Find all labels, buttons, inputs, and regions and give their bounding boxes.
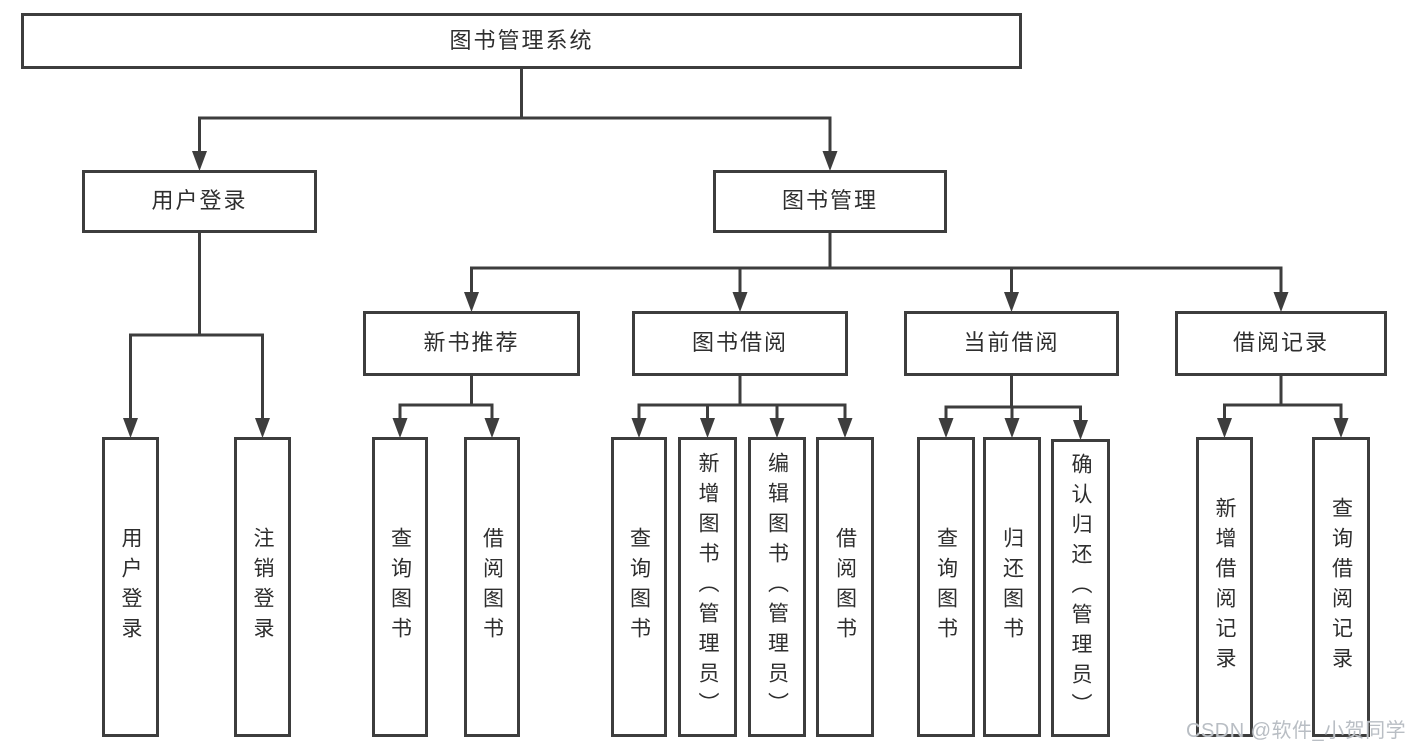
node-user-login-branch-label: 用户登录 bbox=[151, 188, 248, 214]
leaf-return-books-label: 归还图书 bbox=[1000, 527, 1024, 647]
node-new-book-recommend-label: 新书推荐 bbox=[423, 330, 520, 356]
leaf-borrow-books-2: 借阅图书 bbox=[816, 437, 874, 737]
leaf-add-borrow-record: 新增借阅记录 bbox=[1196, 437, 1253, 737]
node-library-system-label: 图书管理系统 bbox=[449, 27, 594, 53]
leaf-edit-books-admin: 编辑图书（管理员） bbox=[748, 437, 806, 737]
node-new-book-recommend: 新书推荐 bbox=[363, 311, 580, 376]
node-borrow-records: 借阅记录 bbox=[1175, 311, 1387, 376]
leaf-edit-books-admin-label: 编辑图书（管理员） bbox=[765, 452, 789, 722]
node-current-borrowing: 当前借阅 bbox=[904, 311, 1119, 376]
leaf-logout-label: 注销登录 bbox=[251, 527, 274, 647]
node-current-borrowing-label: 当前借阅 bbox=[963, 330, 1060, 356]
node-user-login-branch: 用户登录 bbox=[82, 170, 317, 233]
leaf-query-borrow-record: 查询借阅记录 bbox=[1312, 437, 1370, 737]
edge-group-user-login bbox=[123, 230, 270, 438]
leaf-logout: 注销登录 bbox=[234, 437, 291, 737]
leaf-borrow-books-1: 借阅图书 bbox=[464, 437, 520, 737]
leaf-query-books-3-label: 查询图书 bbox=[934, 527, 958, 647]
leaf-add-borrow-record-label: 新增借阅记录 bbox=[1213, 497, 1236, 677]
leaf-borrow-books-1-label: 借阅图书 bbox=[480, 527, 504, 647]
node-book-management-branch: 图书管理 bbox=[713, 170, 947, 233]
leaf-add-books-admin: 新增图书（管理员） bbox=[678, 437, 737, 737]
edge-group-new-books bbox=[392, 373, 500, 438]
node-library-system: 图书管理系统 bbox=[21, 13, 1022, 69]
edge-group-current bbox=[938, 373, 1088, 440]
node-borrow-records-label: 借阅记录 bbox=[1232, 330, 1329, 356]
leaf-add-books-admin-label: 新增图书（管理员） bbox=[696, 452, 719, 722]
edge-group-records bbox=[1217, 373, 1349, 438]
leaf-query-books-1-label: 查询图书 bbox=[388, 527, 412, 647]
leaf-query-books-2-label: 查询图书 bbox=[627, 527, 651, 647]
node-book-borrowing-label: 图书借阅 bbox=[691, 330, 788, 356]
leaf-query-books-2: 查询图书 bbox=[611, 437, 667, 737]
edge-group-book-mgmt bbox=[464, 230, 1289, 312]
leaf-confirm-return-admin: 确认归还（管理员） bbox=[1051, 439, 1110, 737]
leaf-user-login: 用户登录 bbox=[102, 437, 159, 737]
node-book-borrowing: 图书借阅 bbox=[632, 311, 848, 376]
edge-group-root bbox=[192, 66, 838, 171]
leaf-return-books: 归还图书 bbox=[983, 437, 1041, 737]
edge-group-borrowing bbox=[631, 373, 853, 438]
node-book-management-branch-label: 图书管理 bbox=[781, 188, 878, 214]
leaf-query-borrow-record-label: 查询借阅记录 bbox=[1329, 497, 1353, 677]
leaf-confirm-return-admin-label: 确认归还（管理员） bbox=[1069, 453, 1092, 723]
leaf-query-books-3: 查询图书 bbox=[917, 437, 975, 737]
leaf-query-books-1: 查询图书 bbox=[372, 437, 428, 737]
csdn-watermark: CSDN @软件_小贺同学 bbox=[1186, 720, 1405, 742]
leaf-user-login-label: 用户登录 bbox=[119, 527, 142, 647]
leaf-borrow-books-2-label: 借阅图书 bbox=[833, 527, 857, 647]
